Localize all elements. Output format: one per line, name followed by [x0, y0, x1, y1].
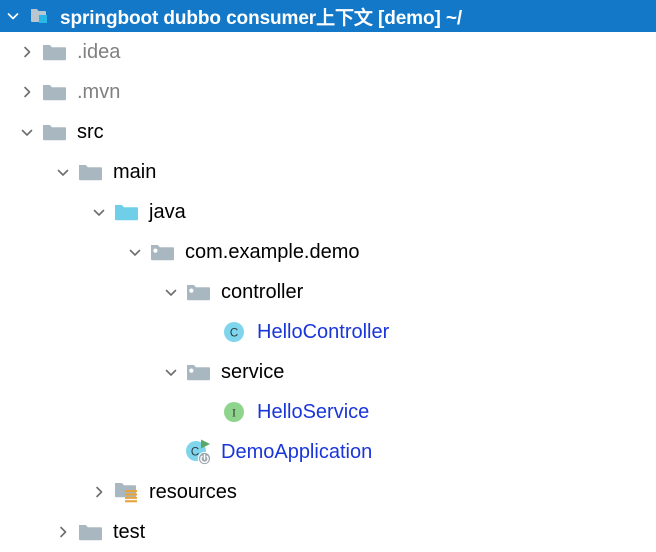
project-title-bar[interactable]: springboot dubbo consumer上下文 [demo] ~/	[0, 0, 656, 32]
folder-icon	[76, 521, 106, 543]
java-class-icon: C	[220, 320, 250, 344]
tree-row-label: com.example.demo	[185, 241, 360, 263]
tree-row[interactable]: test	[0, 512, 656, 552]
tree-row[interactable]: java	[0, 192, 656, 232]
package-icon	[148, 241, 178, 263]
tree-row-label: service	[221, 361, 285, 383]
chevron-down-icon[interactable]	[2, 8, 24, 24]
tree-row[interactable]: controller	[0, 272, 656, 312]
java-interface-icon: I	[220, 400, 250, 424]
project-title-text: springboot dubbo consumer上下文 [demo] ~/	[60, 7, 463, 29]
tree-row[interactable]: .idea	[0, 32, 656, 72]
chevron-down-icon[interactable]	[122, 244, 148, 260]
source-root-folder-icon	[112, 201, 142, 223]
tree-row-label: controller	[221, 281, 304, 303]
package-icon	[184, 281, 214, 303]
tree-row[interactable]: resources	[0, 472, 656, 512]
folder-icon	[40, 41, 70, 63]
resource-root-folder-icon	[112, 480, 142, 504]
chevron-right-icon[interactable]	[86, 484, 112, 500]
chevron-right-icon[interactable]	[50, 524, 76, 540]
tree-row-label: test	[113, 521, 146, 543]
tree-row[interactable]: service	[0, 352, 656, 392]
tree-row-label: .mvn	[77, 81, 121, 103]
svg-text:C: C	[191, 447, 199, 459]
folder-icon	[40, 81, 70, 103]
tree-row-label: resources	[149, 481, 237, 503]
tree-row[interactable]: main	[0, 152, 656, 192]
svg-text:C: C	[230, 327, 238, 339]
tree-row[interactable]: src	[0, 112, 656, 152]
spring-boot-run-class-icon: C	[184, 438, 214, 466]
chevron-right-icon[interactable]	[14, 84, 40, 100]
folder-icon	[40, 121, 70, 143]
tree-row-label: src	[77, 121, 104, 143]
tree-row-label: HelloController	[257, 321, 390, 343]
chevron-right-icon[interactable]	[14, 44, 40, 60]
svg-text:I: I	[232, 405, 236, 419]
tree-row[interactable]: I HelloService	[0, 392, 656, 432]
tree-row[interactable]: com.example.demo	[0, 232, 656, 272]
tree-row-label: HelloService	[257, 401, 370, 423]
chevron-down-icon[interactable]	[50, 164, 76, 180]
chevron-down-icon[interactable]	[158, 284, 184, 300]
chevron-down-icon[interactable]	[14, 124, 40, 140]
tree-row-label: java	[149, 201, 186, 223]
tree-row[interactable]: C DemoApplication	[0, 432, 656, 472]
tree-row-label: DemoApplication	[221, 441, 373, 463]
package-icon	[184, 361, 214, 383]
tree-row-label: main	[113, 161, 157, 183]
chevron-down-icon[interactable]	[86, 204, 112, 220]
tree-row[interactable]: .mvn	[0, 72, 656, 112]
tree-row[interactable]: C HelloController	[0, 312, 656, 352]
chevron-down-icon[interactable]	[158, 364, 184, 380]
folder-icon	[76, 161, 106, 183]
module-folder-icon	[28, 6, 54, 26]
tree-row-label: .idea	[77, 41, 121, 63]
